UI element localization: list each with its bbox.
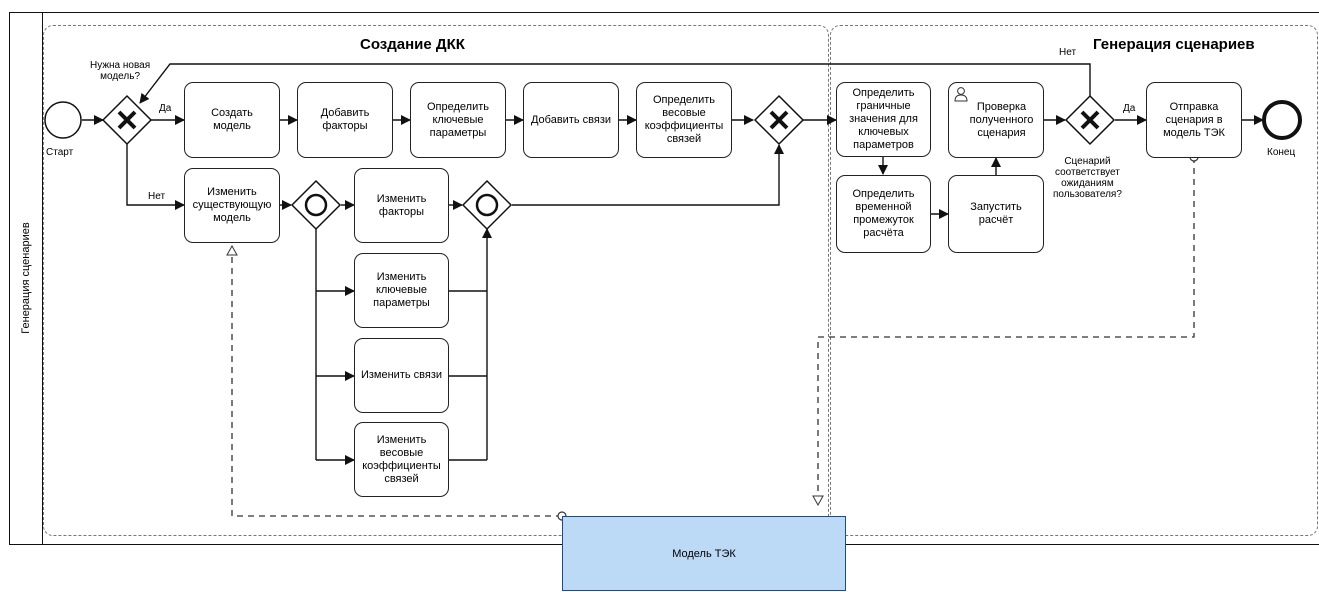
flow-no	[126, 144, 185, 210]
end-event	[1262, 100, 1302, 140]
new-model-question: Нужна новая модель?	[90, 60, 151, 82]
x-gateway-icon	[753, 94, 805, 146]
task-define-bounds[interactable]: Определить граничные значения для ключев…	[836, 82, 931, 157]
group-dkk	[43, 25, 829, 536]
datastore-model-tek[interactable]: Модель ТЭК	[562, 516, 846, 591]
group-generation-title: Генерация сценариев	[1093, 36, 1255, 53]
pool-label-column	[9, 12, 43, 545]
group-dkk-title: Создание ДКК	[360, 36, 465, 53]
user-icon	[954, 87, 968, 102]
x-gateway-icon	[101, 94, 153, 146]
start-label: Старт	[46, 147, 74, 158]
task-create-model[interactable]: Создать модель	[184, 82, 280, 158]
task-define-weights[interactable]: Определить весовые коэффициенты связей	[636, 82, 732, 158]
scenario-question: Сценарий соответствует ожиданиям пользов…	[1053, 156, 1122, 200]
o-gateway-icon	[290, 179, 342, 231]
task-check-scenario[interactable]: Проверка полученного сценария	[948, 82, 1044, 158]
no-label-2: Нет	[1059, 47, 1077, 58]
task-change-links[interactable]: Изменить связи	[354, 338, 449, 413]
start-event	[44, 101, 82, 139]
o-gateway-icon	[461, 179, 513, 231]
yes-label-2: Да	[1123, 103, 1136, 114]
no-label: Нет	[148, 191, 166, 202]
task-define-key-params[interactable]: Определить ключевые параметры	[410, 82, 506, 158]
yes-label: Да	[159, 103, 172, 114]
task-add-factors[interactable]: Добавить факторы	[297, 82, 393, 158]
group-generation	[830, 25, 1318, 536]
task-run-calc[interactable]: Запустить расчёт	[948, 175, 1044, 253]
x-gateway-icon	[1064, 94, 1116, 146]
task-define-interval[interactable]: Определить временной промежуток расчёта	[836, 175, 931, 253]
end-label: Конец	[1267, 147, 1296, 158]
task-add-links[interactable]: Добавить связи	[523, 82, 619, 158]
task-change-key-params[interactable]: Изменить ключевые параметры	[354, 253, 449, 328]
task-change-model[interactable]: Изменить существующую модель	[184, 168, 280, 243]
task-change-weights[interactable]: Изменить весовые коэффициенты связей	[354, 422, 449, 497]
task-send-scenario[interactable]: Отправка сценария в модель ТЭК	[1146, 82, 1242, 158]
task-change-factors[interactable]: Изменить факторы	[354, 168, 449, 243]
